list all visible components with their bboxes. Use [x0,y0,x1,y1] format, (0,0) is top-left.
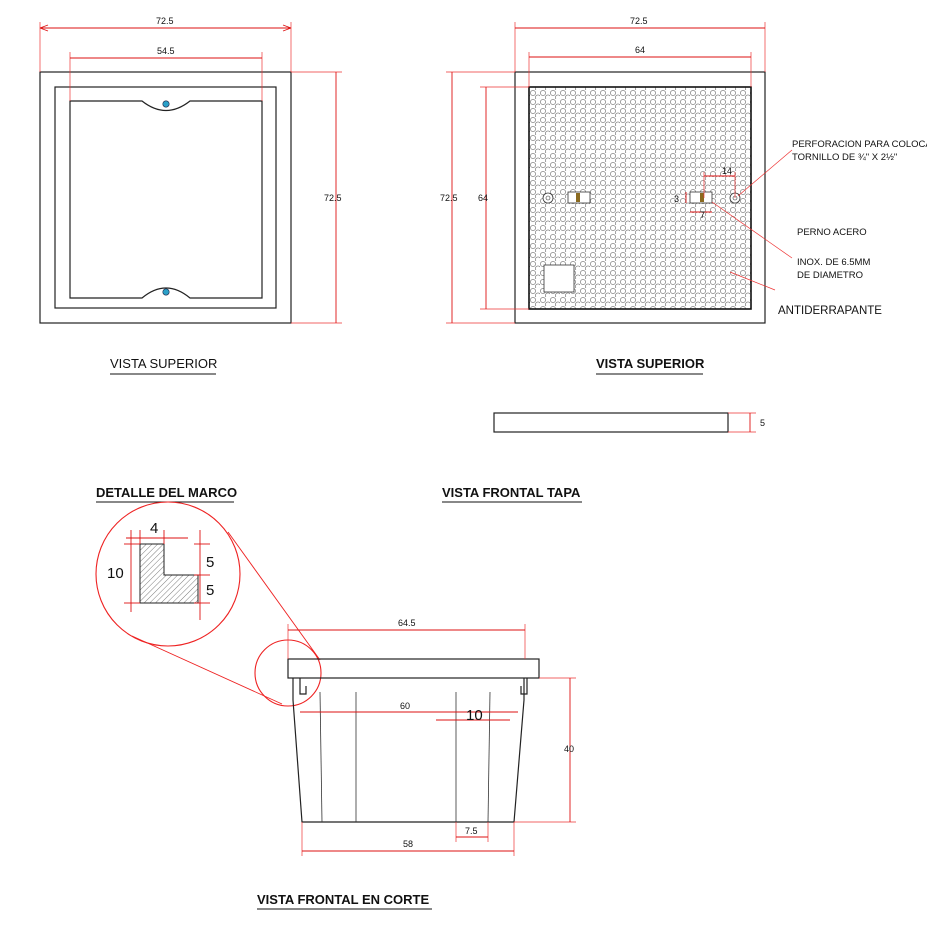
frame-inner-outline [69,100,263,299]
dim-frame-outer-top: 72.5 [156,16,174,26]
note-bolt-line3: DE DIAMETRO [797,270,863,281]
dim-detail-step-top: 5 [206,554,214,571]
title-front-section: VISTA FRONTAL EN CORTE [257,892,429,907]
left-bolt-icon [542,192,554,204]
bottom-marker-icon [162,288,170,296]
title-top-view-lid: VISTA SUPERIOR [596,356,705,371]
dim-bolt-small-bottom: 7 [700,210,705,220]
dim-frame-inner-top: 54.5 [157,46,175,56]
dim-lid-outer-left: 72.5 [440,193,458,203]
title-top-view-frame: VISTA SUPERIOR [110,356,217,371]
dim-section-bottom-rib: 7.5 [465,826,478,836]
note-bolt-line1: PERNO ACERO [797,227,867,238]
lid-front-view: 5 VISTA FRONTAL TAPA [442,412,765,503]
title-front-view-lid: VISTA FRONTAL TAPA [442,485,581,500]
lid-front-outline [493,412,729,433]
dim-section-height: 40 [564,744,574,754]
dim-frame-outer-right: 72.5 [324,193,342,203]
frame-outer-outline [39,71,292,324]
detail-circle [95,501,241,647]
dim-section-bottom: 58 [403,839,413,849]
lid-antislip-surface [528,86,752,310]
dim-section-rib: 10 [466,707,483,724]
dim-section-inner: 60 [400,701,410,711]
top-marker-icon [162,100,170,108]
dim-lid-outer-top: 72.5 [630,16,648,26]
lid-lift-slot [543,264,575,293]
note-perforation-line1: PERFORACION PARA COLOCAR [792,139,927,150]
frame-top-view: 72.5 54.5 72.5 VISTA SUPERIOR [39,16,342,375]
dim-lid-thickness: 5 [760,418,765,428]
dim-lid-inner-top: 64 [635,45,645,55]
note-perforation-line2: TORNILLO DE ¾" X 2½" [792,152,897,163]
note-antislip: ANTIDERRAPANTE [778,305,882,317]
dim-detail-step-bottom: 5 [206,582,214,599]
dim-detail-height: 10 [107,565,124,582]
lid-top-view: 72.5 64 72.5 64 14 3 7 PERFORACION PARA … [440,16,927,375]
frame-profile [139,543,199,604]
note-bolt-line2: INOX. DE 6.5MM [797,257,870,268]
dim-detail-width: 4 [150,520,158,537]
frame-detail: DETALLE DEL MARCO 4 10 5 5 [95,485,321,705]
dim-bolt-small: 3 [674,194,679,204]
dim-bolt-spacing: 14 [722,166,732,176]
section-lid-outline [287,658,540,679]
lid-outer-outline [514,71,766,324]
title-frame-detail: DETALLE DEL MARCO [96,485,237,500]
frame-middle-outline [54,86,277,309]
dim-section-top: 64.5 [398,618,416,628]
section-body-outline [292,678,525,823]
dim-lid-inner-left: 64 [478,193,488,203]
front-section-view: 64.5 60 10 40 7.5 58 VISTA FRONTAL EN CO… [254,618,576,910]
